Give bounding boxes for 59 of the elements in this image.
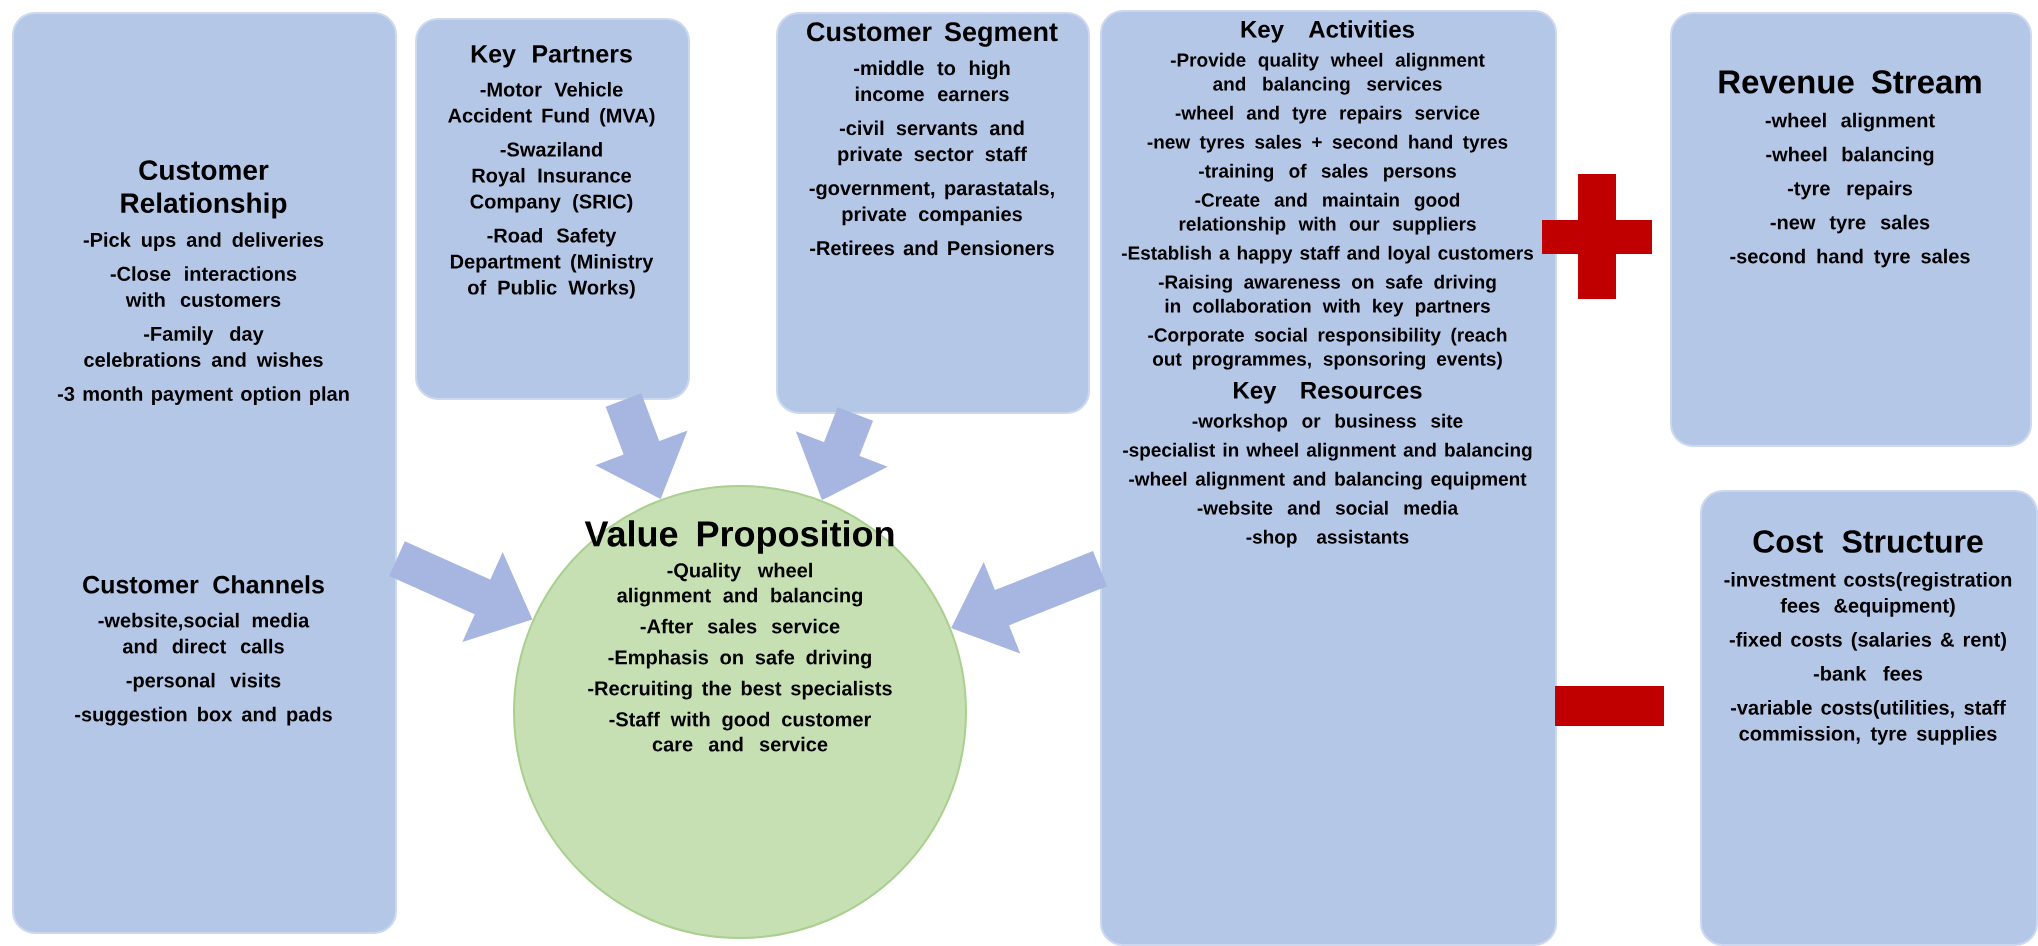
bullet-text: -Raising awareness on safe driving in collaboration with key partners [1158,274,1496,317]
bullet-text: -Provide quality wheel alignment and balancing services [1170,52,1485,95]
bullet-text: -shop assistants [1246,529,1409,548]
bullet-text: -investment costs(registration fees &equipment) [1724,572,2012,617]
bullet-text: -civil servants and private sector staff [838,120,1027,166]
bullet-text: -Staff with good customer care and service [609,711,871,752]
block-box [1100,10,1557,946]
bullet-text: -fixed costs (salaries & rent) [1729,632,2006,651]
value-circle [513,485,967,939]
block-box [1700,490,2038,946]
bullet-text: -Retirees and Pensioners [810,240,1054,256]
block-box [12,12,397,934]
bullet-text: -bank fees [1813,666,1923,681]
bullet-text: -wheel alignment [1765,112,1935,132]
bullet-text: -middle to high income earners [854,60,1010,102]
bullet-text: -training of sales persons [1199,163,1456,182]
bullet-text: -Quality wheel alignment and balancing [617,562,863,607]
bullet-text: -government, parastatals, private companies [809,180,1054,226]
bullet-text: -wheel alignment and balancing equipment [1129,471,1527,490]
bullet-text: -Emphasis on safe driving [608,649,871,669]
bullet-text: -After sales service [640,618,840,634]
minus-sign [1555,686,1664,726]
bullet-text: -Close interactions with customers [110,266,297,307]
heading: Value Proposition [584,520,894,554]
bullet-text: -3 month payment option plan [57,386,349,405]
bullet-text: -website,social media and direct calls [98,612,310,654]
bullet-text: -tyre repairs [1787,180,1913,200]
heading: Cost Structure [1753,530,1983,553]
heading: Key Partners [471,45,632,68]
block-box [1670,12,2032,447]
bullet-text: -Road Safety Department (Ministry of Public Works) [450,227,654,299]
bullet-text: -Corporate social responsibility (reach out programmes, sponsoring events) [1148,327,1507,370]
bullet-text: -wheel and tyre repairs service [1175,105,1480,124]
bullet-text: -Swaziland Royal Insurance Company (SRIC) [470,141,633,213]
bullet-text: -Pick ups and deliveries [83,232,324,251]
heading: Key Activities [1241,20,1414,43]
bullet-text: -second hand tyre sales [1730,248,1970,268]
bullet-text: -variable costs(utilities, staff commission, tyre supplies [1730,700,2006,745]
heading: Customer Segment [807,22,1058,47]
bullet-text: -Family day celebrations and wishes [84,326,323,367]
bullet-text: -new tyre sales [1770,214,1930,234]
bullet-text: -workshop or business site [1192,413,1463,432]
heading: Key Resources [1234,382,1422,404]
block-box [776,12,1090,414]
block-box [415,18,690,400]
heading: Customer Channels [83,575,324,594]
bullet-text: -Recruiting the best specialists [588,680,892,700]
heading: Customer Relationship [121,160,287,219]
bullet-text: -specialist in wheel alignment and balancing [1123,442,1532,461]
plus-sign [1542,174,1652,299]
bullet-text: -Create and maintain good relationship with our suppliers [1179,192,1476,235]
bullet-text: -suggestion box and pads [75,706,332,726]
bullet-text: -Motor Vehicle Accident Fund (MVA) [448,81,655,127]
bullet-text: -Establish a happy staff and loyal customers [1121,245,1533,264]
bullet-text: -new tyres sales + second hand tyres [1147,134,1508,153]
heading: Revenue Stream [1719,70,1981,94]
bullet-text: -wheel balancing [1766,146,1934,166]
bullet-text: -website and social media [1197,500,1459,515]
bullet-text: -personal visits [126,672,281,692]
